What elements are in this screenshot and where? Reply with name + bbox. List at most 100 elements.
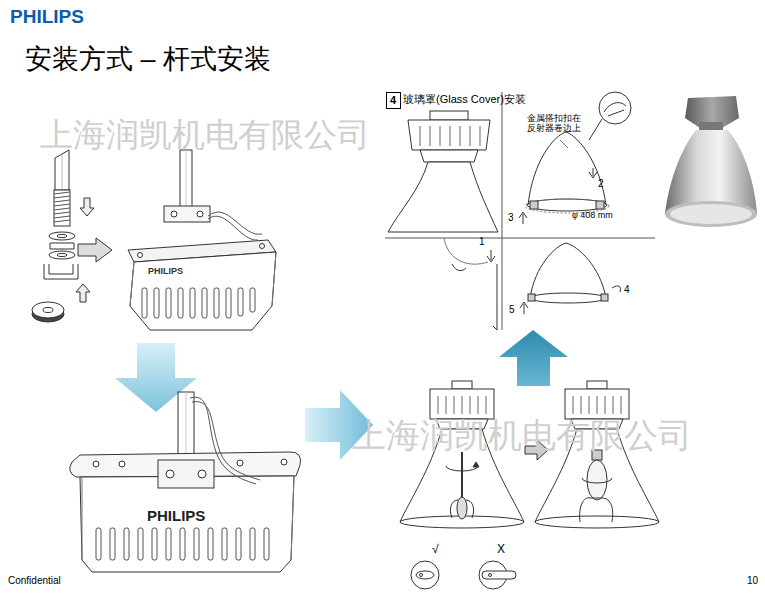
lamp-assembly bbox=[430, 126, 431, 146]
ballast-housing bbox=[128, 150, 276, 330]
lamp-assembly bbox=[400, 381, 524, 528]
ballast-housing bbox=[171, 211, 177, 217]
pipe-parts bbox=[78, 238, 112, 262]
ballast-housing bbox=[142, 288, 147, 318]
lamp-photo bbox=[665, 201, 757, 227]
ballast-housing bbox=[142, 288, 255, 318]
ballast-housing bbox=[158, 460, 214, 488]
lamp-assembly bbox=[581, 396, 582, 414]
lamp-assembly bbox=[589, 396, 590, 414]
lamp-assembly bbox=[565, 389, 629, 419]
ballast-housing bbox=[70, 392, 301, 572]
glass-cover bbox=[612, 286, 621, 292]
pipe-parts bbox=[62, 154, 63, 190]
lamp-assembly bbox=[430, 111, 468, 120]
callout-number: 1 bbox=[479, 236, 485, 248]
ballast-housing bbox=[190, 288, 195, 318]
glass-cover bbox=[527, 199, 607, 211]
glass-cover bbox=[596, 201, 604, 209]
ballast-housing bbox=[124, 528, 129, 560]
lamp-assembly bbox=[573, 396, 621, 414]
glass-cover bbox=[530, 293, 606, 303]
callout-number: 2 bbox=[598, 178, 604, 190]
ballast-housing bbox=[138, 528, 143, 560]
lamp-assembly bbox=[446, 396, 447, 414]
glass-cover bbox=[601, 294, 608, 301]
lamp-assembly bbox=[438, 396, 486, 414]
correct-mark: √ bbox=[432, 543, 439, 557]
glass-cover bbox=[528, 294, 535, 301]
lamp-assembly bbox=[461, 452, 463, 498]
ballast-housing bbox=[214, 288, 219, 318]
panel-frame bbox=[502, 92, 503, 330]
lamp-assembly bbox=[452, 264, 466, 271]
ballast-housing bbox=[226, 288, 231, 318]
pipe-parts bbox=[57, 234, 67, 237]
lamp-assembly bbox=[440, 126, 441, 146]
lamp-assembly bbox=[470, 396, 471, 414]
page-number: 10 bbox=[747, 575, 758, 587]
step-number: 4 bbox=[390, 94, 397, 106]
lamp-photo bbox=[665, 96, 757, 227]
ballast-housing bbox=[166, 288, 171, 318]
ballast-housing bbox=[260, 244, 265, 249]
ballast-housing bbox=[110, 528, 115, 560]
ballast-housing bbox=[96, 528, 101, 560]
pipe-parts bbox=[54, 190, 70, 226]
ballast-housing bbox=[80, 476, 294, 572]
lamp-assembly bbox=[582, 478, 612, 483]
ballast-housing bbox=[208, 528, 213, 560]
glass-cover bbox=[530, 243, 606, 298]
ballast-housing bbox=[166, 528, 171, 560]
callout-number: 4 bbox=[624, 284, 630, 296]
ballast-housing bbox=[236, 528, 241, 560]
glass-cover bbox=[589, 168, 597, 178]
slide-title: 安装方式 – 杆式安装 bbox=[25, 44, 271, 75]
glass-cover bbox=[599, 92, 631, 124]
ballast-housing bbox=[222, 528, 227, 560]
lamp-assembly bbox=[462, 396, 463, 414]
lamp-assembly bbox=[460, 126, 461, 146]
glass-cover bbox=[530, 201, 538, 209]
glass-cover bbox=[528, 132, 606, 205]
pipe-parts bbox=[49, 251, 75, 259]
watermark: 上海润凯机电有限公司 bbox=[352, 416, 692, 455]
lamp-photo bbox=[670, 204, 752, 224]
lock-sketch bbox=[411, 561, 439, 589]
lock-sketch bbox=[420, 574, 423, 577]
brand-logo: PHILIPS bbox=[10, 6, 84, 28]
ballast-housing bbox=[154, 288, 159, 318]
ballast-housing bbox=[202, 288, 207, 318]
ballast-housing bbox=[93, 461, 99, 467]
pipe-parts bbox=[57, 253, 67, 256]
ballast-housing bbox=[180, 528, 185, 560]
ballast-housing bbox=[281, 459, 287, 465]
ballast-housing bbox=[82, 476, 294, 560]
lamp-assembly bbox=[452, 381, 472, 389]
lamp-assembly bbox=[457, 497, 467, 519]
dimension: φ 408 mm bbox=[572, 210, 613, 220]
lamp-assembly bbox=[388, 162, 498, 232]
ballast-housing bbox=[208, 216, 258, 240]
pipe-parts bbox=[80, 198, 94, 216]
glass-cover bbox=[604, 103, 626, 116]
ballast-housing bbox=[166, 470, 174, 478]
pipe-parts bbox=[32, 150, 112, 322]
glass-cover bbox=[589, 119, 602, 140]
lock-sketch bbox=[482, 571, 516, 579]
lamp-assembly bbox=[573, 396, 574, 414]
note: 金属搭扣扣在 反射器卷边上 bbox=[527, 113, 587, 134]
panel-frame bbox=[385, 92, 655, 330]
lamp-assembly bbox=[450, 500, 473, 518]
lamp-assembly bbox=[450, 126, 451, 146]
step-heading: 玻璃罩(Glass Cover)安装 bbox=[403, 93, 526, 106]
ballast-housing bbox=[164, 206, 210, 222]
ballast-housing bbox=[192, 402, 260, 480]
lamp-assembly bbox=[470, 126, 471, 146]
lock-sketch bbox=[416, 571, 434, 579]
pipe-parts bbox=[43, 308, 53, 313]
ballast-housing bbox=[197, 211, 203, 217]
glass-cover bbox=[520, 302, 528, 314]
